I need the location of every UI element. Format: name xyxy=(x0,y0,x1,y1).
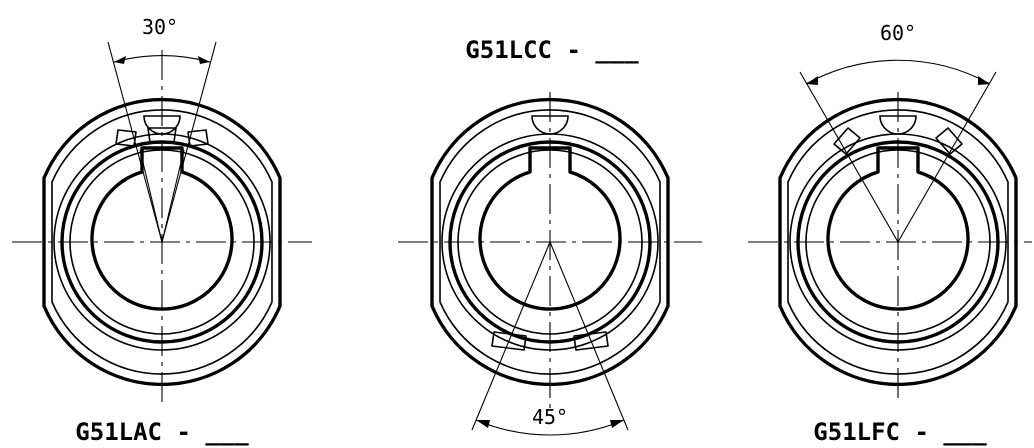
bearing-ring xyxy=(448,140,652,344)
lock-slot-left xyxy=(833,127,861,155)
bearing-ring-inner xyxy=(457,149,643,335)
bore-with-keyway xyxy=(478,146,622,311)
outer-housing xyxy=(430,97,670,387)
part-number-title: G51LCC - ___ xyxy=(465,36,639,64)
bore-with-keyway xyxy=(826,146,970,311)
angle-label: 60° xyxy=(880,21,916,45)
lock-slot-left xyxy=(115,129,137,147)
set-screw-head xyxy=(879,115,917,135)
bore-with-keyway xyxy=(90,146,234,311)
outer-housing xyxy=(42,97,282,387)
housing-inner-edge xyxy=(51,109,273,375)
view-g51lfc: 60° G51LFC - ___ xyxy=(748,21,1032,446)
lock-slot-center xyxy=(147,127,177,143)
lock-slot-left xyxy=(491,331,527,351)
bearing-ring-inner xyxy=(805,149,991,335)
lock-slot-right xyxy=(187,129,209,147)
housing-inner-edge xyxy=(787,109,1009,375)
part-number-title: G51LFC - ___ xyxy=(813,418,987,446)
part-number-title: G51LAC - ___ xyxy=(75,418,249,446)
angle-dimension-arc xyxy=(475,419,625,436)
angle-dimension-arc xyxy=(805,59,991,85)
bearing-ring xyxy=(796,140,1000,344)
lock-slot-right xyxy=(573,331,609,351)
set-screw-head xyxy=(531,115,569,135)
view-g51lcc: 45° G51LCC - ___ xyxy=(398,36,702,436)
bearing-ring-inner xyxy=(69,149,255,335)
set-screw-head xyxy=(143,115,181,135)
angle-label: 30° xyxy=(142,15,178,39)
angle-label: 45° xyxy=(532,405,568,429)
view-g51lac: 30° G51LAC - ___ xyxy=(12,15,312,446)
housing-inner-edge xyxy=(439,109,661,375)
outer-housing xyxy=(778,97,1018,387)
lock-slot-right xyxy=(935,127,963,155)
